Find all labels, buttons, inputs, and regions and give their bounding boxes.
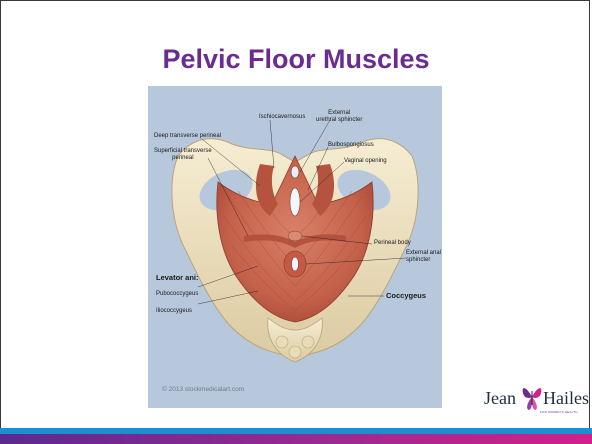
- label-coccygeus: Coccygeus: [386, 292, 426, 300]
- footer-magenta-stripe: [0, 434, 592, 444]
- jean-hailes-logo: Jean Hailes FOR WOMEN'S HEALTH: [484, 381, 590, 415]
- label-external-urethral-sphincter: External urethral sphincter: [316, 110, 362, 124]
- perineal-body: [288, 231, 302, 241]
- logo-word-hailes: Hailes: [543, 388, 589, 409]
- logo-word-jean: Jean: [484, 388, 516, 409]
- label-iliococcygeus: Iliococcygeus: [156, 308, 192, 315]
- label-perineal-body: Perineal body: [374, 240, 411, 247]
- sacral-vertebra: [289, 346, 301, 358]
- anus: [292, 257, 299, 271]
- label-superficial-transverse-perineal: Superficial transverse perineal: [154, 148, 212, 162]
- slide-title: Pelvic Floor Muscles: [0, 44, 592, 75]
- label-external-anal-sphincter: External anal sphincter: [406, 250, 441, 264]
- sacral-vertebra: [302, 336, 314, 348]
- label-deep-transverse-perineal: Deep transverse perineal: [154, 133, 221, 140]
- label-ischiocavernosus: Ischiocavernosus: [259, 114, 305, 121]
- butterfly-icon: [521, 383, 543, 413]
- logo-tagline: FOR WOMEN'S HEALTH: [540, 410, 578, 414]
- urethra: [291, 166, 299, 178]
- sacral-vertebra: [276, 336, 288, 348]
- label-pubococcygeus: Pubococcygeus: [156, 291, 198, 298]
- vaginal-opening: [290, 188, 300, 216]
- footer-color-band: [0, 428, 592, 444]
- copyright-notice: © 2013 stockmedicalart.com: [162, 386, 244, 393]
- label-bulbospongiosus: Bulbospongiosus: [328, 142, 374, 149]
- label-levator-ani: Levator ani:: [156, 274, 199, 282]
- label-vaginal-opening: Vaginal opening: [344, 158, 387, 165]
- pelvic-floor-illustration: Ischiocavernosus External urethral sphin…: [148, 86, 442, 408]
